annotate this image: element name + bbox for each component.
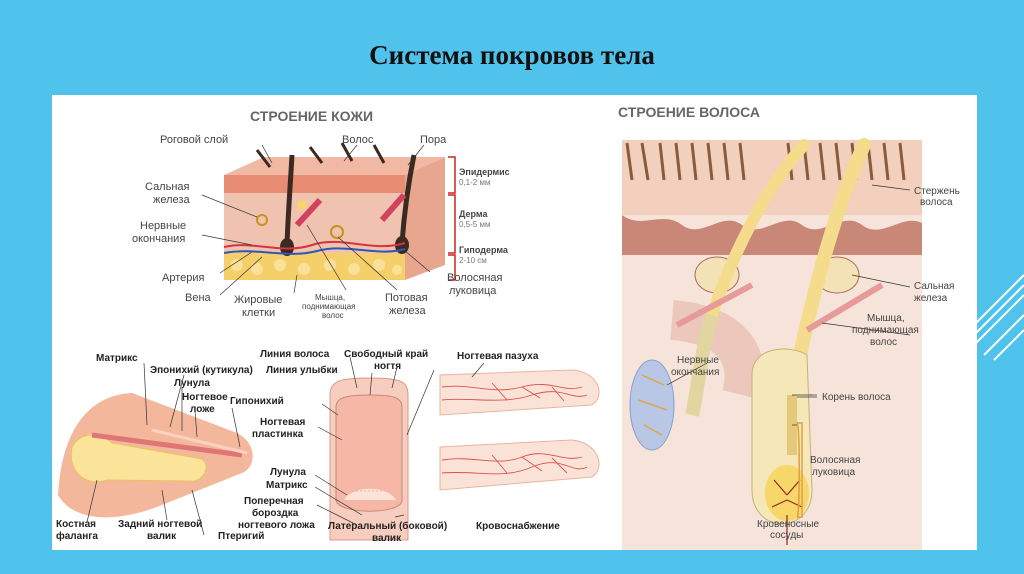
label-vein: Вена <box>185 292 212 304</box>
label-horny-layer: Роговой слой <box>160 134 228 146</box>
finger-blood-supply-bottom <box>440 440 599 490</box>
label-dermis: Дерма <box>459 209 488 219</box>
label-nail-sinus: Ногтевая пазуха <box>457 351 539 362</box>
svg-text:0,5-5 мм: 0,5-5 мм <box>459 220 490 229</box>
svg-text:поднимающая: поднимающая <box>852 325 919 336</box>
label-hair-sebaceous: Сальная <box>914 281 954 292</box>
label-lunula: Лунула <box>174 378 210 389</box>
corner-stripes-decoration <box>974 255 1024 375</box>
svg-text:окончания: окончания <box>671 367 719 378</box>
label-hyponychium: Гипонихий <box>230 396 284 407</box>
label-smile-line: Линия улыбки <box>266 364 338 376</box>
hair-diagram: СТРОЕНИЕ ВОЛОСА <box>618 104 960 550</box>
anatomy-illustration: СТРОЕНИЕ КОЖИ <box>52 95 977 550</box>
label-skin-muscle: Мышца, <box>315 293 345 302</box>
label-blood-supply: Кровоснабжение <box>476 520 560 532</box>
svg-text:ногтевого ложа: ногтевого ложа <box>238 520 315 531</box>
label-nerve-endings: Нервные <box>140 220 186 232</box>
label-sebaceous: Сальная <box>145 181 190 193</box>
svg-text:волос: волос <box>322 311 344 320</box>
svg-text:железа: железа <box>389 305 426 317</box>
svg-text:валик: валик <box>372 533 402 544</box>
label-lunula-front: Лунула <box>270 467 306 478</box>
svg-text:ногтя: ногтя <box>374 361 401 372</box>
label-hair-blood-vessels: Кровеносные <box>757 519 820 530</box>
label-eponychium: Эпонихий (кутикула) <box>150 365 253 376</box>
label-hair-nerve-endings: Нервные <box>677 355 719 366</box>
svg-text:луковица: луковица <box>449 285 497 297</box>
svg-text:0,1-2 мм: 0,1-2 мм <box>459 178 490 187</box>
label-hair-root: Корень волоса <box>822 392 891 403</box>
label-back-nail-fold: Задний ногтевой <box>118 519 202 530</box>
label-hair-line: Линия волоса <box>260 349 330 360</box>
label-hair-shaft: Стержень <box>914 186 960 197</box>
slide-title: Система покровов тела <box>0 40 1024 71</box>
svg-text:бороздка: бороздка <box>252 507 299 519</box>
svg-text:железа: железа <box>153 194 190 206</box>
skin-heading: СТРОЕНИЕ КОЖИ <box>250 108 373 124</box>
label-sweat-gland: Потовая <box>385 292 428 304</box>
sebaceous-gland <box>297 200 307 210</box>
label-matrix-front: Матрикс <box>266 480 308 491</box>
label-lateral-fold: Латеральный (боковой) <box>328 520 447 532</box>
label-hypodermis: Гиподерма <box>459 245 509 255</box>
label-hair: Волос <box>342 134 374 146</box>
svg-text:клетки: клетки <box>242 307 275 319</box>
label-bone-phalanx: Костная <box>56 519 96 530</box>
svg-text:поднимающая: поднимающая <box>302 302 355 311</box>
epidermis-layer <box>224 175 405 193</box>
label-hair-bulb-right: Волосяная <box>810 455 860 466</box>
label-pore: Пора <box>420 134 447 146</box>
label-free-edge: Свободный край <box>344 348 428 360</box>
svg-text:сосуды: сосуды <box>770 530 803 541</box>
finger-blood-supply-top <box>440 370 599 415</box>
label-hair-bulb: Волосяная <box>447 272 503 284</box>
label-artery: Артерия <box>162 272 205 284</box>
label-matrix: Матрикс <box>96 353 138 364</box>
svg-text:фаланга: фаланга <box>56 530 98 542</box>
label-pterygium: Птеригий <box>218 531 264 542</box>
label-nail-plate: Ногтевая <box>260 417 306 428</box>
label-epidermis: Эпидермис <box>459 167 510 177</box>
label-hair-muscle: Мышца, <box>867 313 905 324</box>
svg-text:2-10 см: 2-10 см <box>459 256 487 265</box>
label-transverse-groove: Поперечная <box>244 496 304 507</box>
illustration-panel: СТРОЕНИЕ КОЖИ <box>52 95 977 550</box>
nail-diagram: Матрикс Эпонихий (кутикула) Лунула Ногте… <box>56 348 599 544</box>
label-nail-bed: Ногтевое <box>182 392 228 403</box>
svg-text:железа: железа <box>914 293 948 304</box>
svg-text:пластинка: пластинка <box>252 429 304 440</box>
svg-text:окончания: окончания <box>132 233 185 245</box>
skin-diagram: СТРОЕНИЕ КОЖИ <box>132 108 510 320</box>
svg-text:волоса: волоса <box>920 197 953 208</box>
svg-text:волос: волос <box>870 337 897 348</box>
label-fat-cells: Жировые <box>234 294 282 306</box>
svg-text:валик: валик <box>147 531 177 542</box>
hair-heading: СТРОЕНИЕ ВОЛОСА <box>618 104 760 120</box>
svg-text:луковица: луковица <box>812 467 856 478</box>
svg-text:ложе: ложе <box>190 404 215 415</box>
